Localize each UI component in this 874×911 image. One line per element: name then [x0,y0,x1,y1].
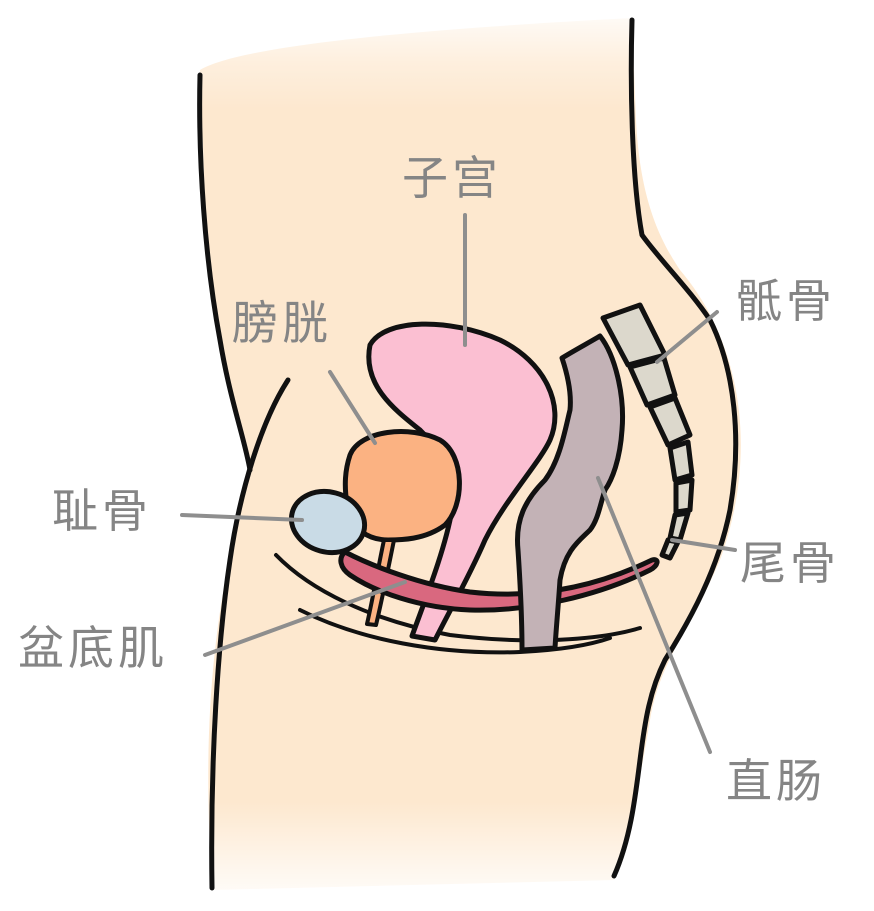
coccyx-leader-line [670,538,737,552]
bladder-leader-line [328,370,377,445]
thigh-front-outline [209,377,291,891]
sacrum-leader-line [655,310,719,364]
belly-outline [197,72,253,473]
thigh-crease-lower [298,608,612,655]
sacrum-coccyx-shape [600,302,695,561]
thigh-crease-upper [274,553,642,643]
pelvic-floor-leader-line [203,580,407,657]
pubic-bone-shape [288,488,368,556]
rectum-leader-line [596,476,712,754]
label-coccyx: 尾骨 [740,536,840,590]
label-pelvic-floor-muscle: 盆底肌 [18,621,168,675]
label-rectum: 直肠 [726,754,826,808]
back-outline [611,17,739,879]
label-pubic-bone: 耻骨 [52,484,152,538]
label-uterus: 子宫 [402,151,502,205]
label-bladder: 膀胱 [232,296,332,350]
label-sacrum: 骶骨 [736,274,836,328]
pubic-bone-leader-line [180,513,304,522]
rectum-shape [514,333,626,653]
pelvic-floor-muscle-shape [338,549,660,613]
